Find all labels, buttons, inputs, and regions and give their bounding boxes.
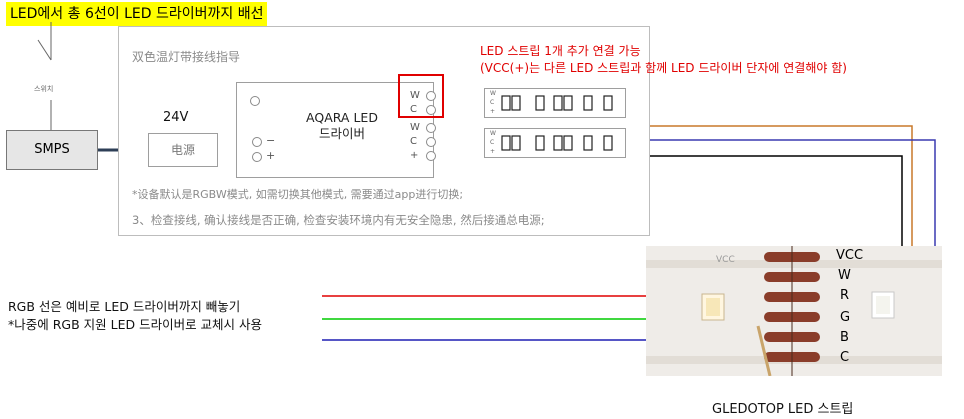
diagram-title: LED에서 총 6선이 LED 드라이버까지 배선 — [6, 2, 268, 26]
driver-label-line1: AQARA LED — [306, 110, 378, 125]
pad-label-r: R — [840, 288, 850, 303]
psu-voltage: 24V — [163, 110, 189, 125]
psu-plus-label: + — [266, 149, 276, 162]
driver-indicator-led — [250, 96, 260, 106]
out-top-w-terminal — [426, 91, 436, 101]
svg-text:VCC: VCC — [716, 255, 735, 265]
out-c-terminal — [426, 137, 436, 147]
guide-note-1: *设备默认是RGBW模式, 如需切换其他模式, 需要通过app进行切换; — [132, 188, 464, 201]
smps-box: SMPS — [6, 130, 98, 170]
psu-minus-label: − — [266, 134, 276, 147]
strip1-pin-plus: + — [490, 108, 496, 115]
guide-heading: 双色温灯带接线指导 — [132, 50, 241, 64]
pad-label-g: G — [840, 310, 851, 325]
led-strip-1 — [484, 88, 626, 118]
strip1-pin-c: C — [490, 99, 495, 106]
out-top-c-label: C — [410, 104, 417, 115]
power-supply-box: 电源 — [148, 133, 218, 167]
annotation-line-2: (VCC(+)는 다른 LED 스트립과 함께 LED 드라이버 단자에 연결해… — [480, 61, 847, 75]
highlight-box — [398, 74, 444, 118]
pad-label-vcc: VCC — [836, 248, 864, 263]
switch-lever — [37, 39, 52, 61]
out-plus-label: + — [410, 150, 419, 161]
strip2-pin-c: C — [490, 139, 495, 146]
out-plus-terminal — [426, 151, 436, 161]
out-top-w-label: W — [410, 90, 420, 101]
pad-label-b: B — [840, 330, 849, 345]
pad-label-w: W — [838, 268, 851, 283]
out-top-c-terminal — [426, 105, 436, 115]
strip1-pin-w: W — [490, 90, 496, 97]
out-w-label: W — [410, 122, 420, 133]
out-c-label: C — [410, 136, 417, 147]
driver-input-minus-terminal — [252, 137, 262, 147]
strip-photo-art: VCC — [646, 246, 942, 376]
strip1-pin-labels: W C + — [490, 89, 496, 116]
strip2-pin-plus: + — [490, 148, 496, 155]
strip1-led-chips — [501, 95, 613, 111]
guide-note-2: 3、检查接线, 确认接线是否正确, 检查安装环境内有无安全隐患, 然后接通总电源… — [132, 213, 545, 227]
left-note-1: RGB 선은 예비로 LED 드라이버까지 빼놓기 — [8, 299, 241, 314]
strip2-led-chips — [501, 135, 613, 151]
switch-label: 스위치 — [34, 85, 54, 93]
led-strip-2 — [484, 128, 626, 158]
pad-label-c: C — [840, 350, 850, 365]
annotation-line-1: LED 스트립 1개 추가 연결 가능 — [480, 44, 641, 58]
out-w-terminal — [426, 123, 436, 133]
led-strip-photo: VCC — [646, 246, 942, 376]
strip-caption: GLEDOTOP LED 스트립 — [712, 402, 854, 417]
driver-label-line2: 드라이버 — [318, 126, 365, 141]
driver-input-plus-terminal — [252, 152, 262, 162]
strip2-pin-labels: W C + — [490, 129, 496, 156]
left-note-2: *나중에 RGB 지원 LED 드라이버로 교체시 사용 — [8, 317, 263, 332]
strip2-pin-w: W — [490, 130, 496, 137]
